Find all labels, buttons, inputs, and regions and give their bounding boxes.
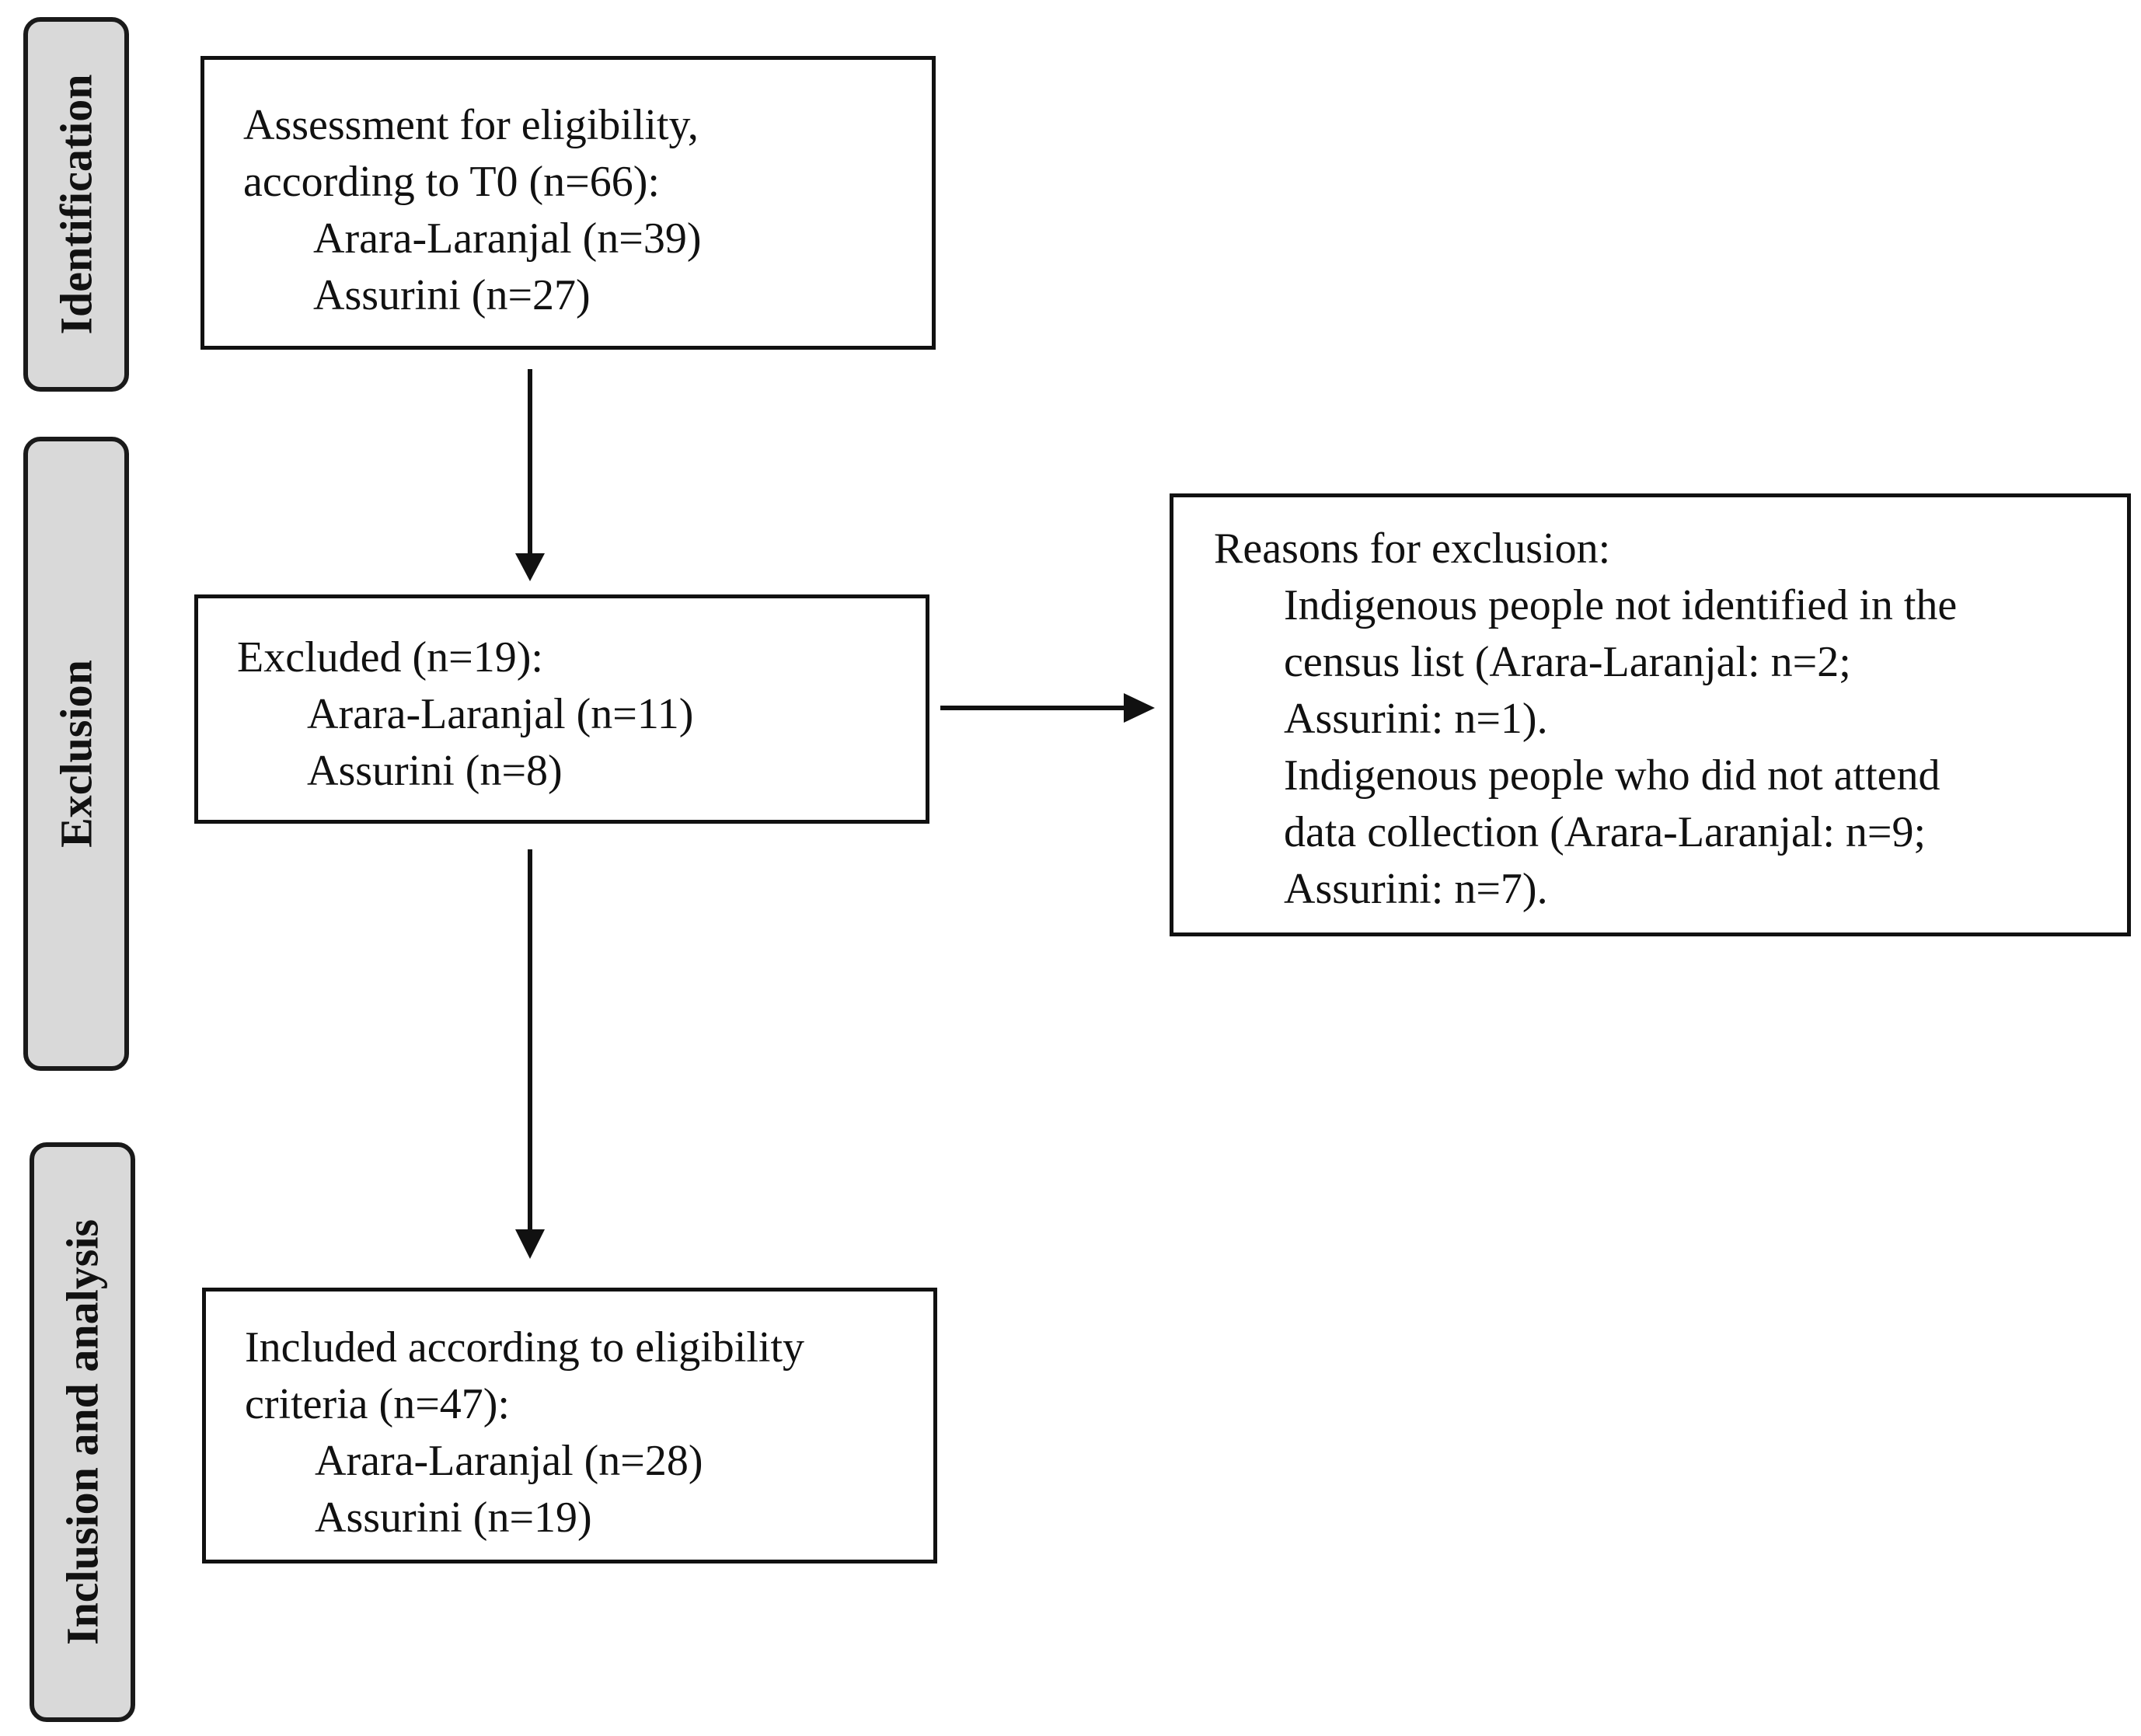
assessment-line: according to T0 (n=66): [243,158,660,206]
included-line: Assurini (n=19) [315,1494,592,1542]
reasons-line: census list (Arara-Laranjal: n=2; [1284,638,1851,686]
reasons-box: Reasons for exclusion: Indigenous people… [1170,493,2131,936]
phase-identification-panel: Identification [23,17,129,392]
assessment-line: Assurini (n=27) [313,271,591,319]
excluded-line: Arara-Laranjal (n=11) [307,690,694,738]
reasons-line: data collection (Arara-Laranjal: n=9; [1284,808,1927,856]
excluded-line: Assurini (n=8) [307,747,563,795]
arrow-assessment-to-excluded [515,369,545,581]
reasons-line: Assurini: n=1). [1284,695,1548,743]
arrow-excluded-to-included [515,849,545,1259]
assessment-line: Assessment for eligibility, [243,101,699,149]
assessment-box: Assessment for eligibility, according to… [201,56,936,350]
excluded-box: Excluded (n=19): Arara-Laranjal (n=11) A… [194,594,929,824]
included-line: Arara-Laranjal (n=28) [315,1437,703,1485]
excluded-line: Excluded (n=19): [237,633,543,682]
included-box: Included according to eligibility criter… [202,1288,937,1563]
assessment-line: Arara-Laranjal (n=39) [313,214,702,263]
phase-exclusion-panel: Exclusion [23,437,129,1071]
reasons-line: Indigenous people who did not attend [1284,751,1940,800]
included-line: criteria (n=47): [245,1380,510,1428]
arrow-excluded-to-reasons [940,693,1155,723]
reasons-line: Indigenous people not identified in the [1284,581,1958,629]
included-line: Included according to eligibility [245,1323,805,1372]
reasons-line: Reasons for exclusion: [1214,525,1611,573]
phase-inclusion-panel: Inclusion and analysis [30,1142,135,1722]
reasons-line: Assurini: n=7). [1284,865,1548,913]
